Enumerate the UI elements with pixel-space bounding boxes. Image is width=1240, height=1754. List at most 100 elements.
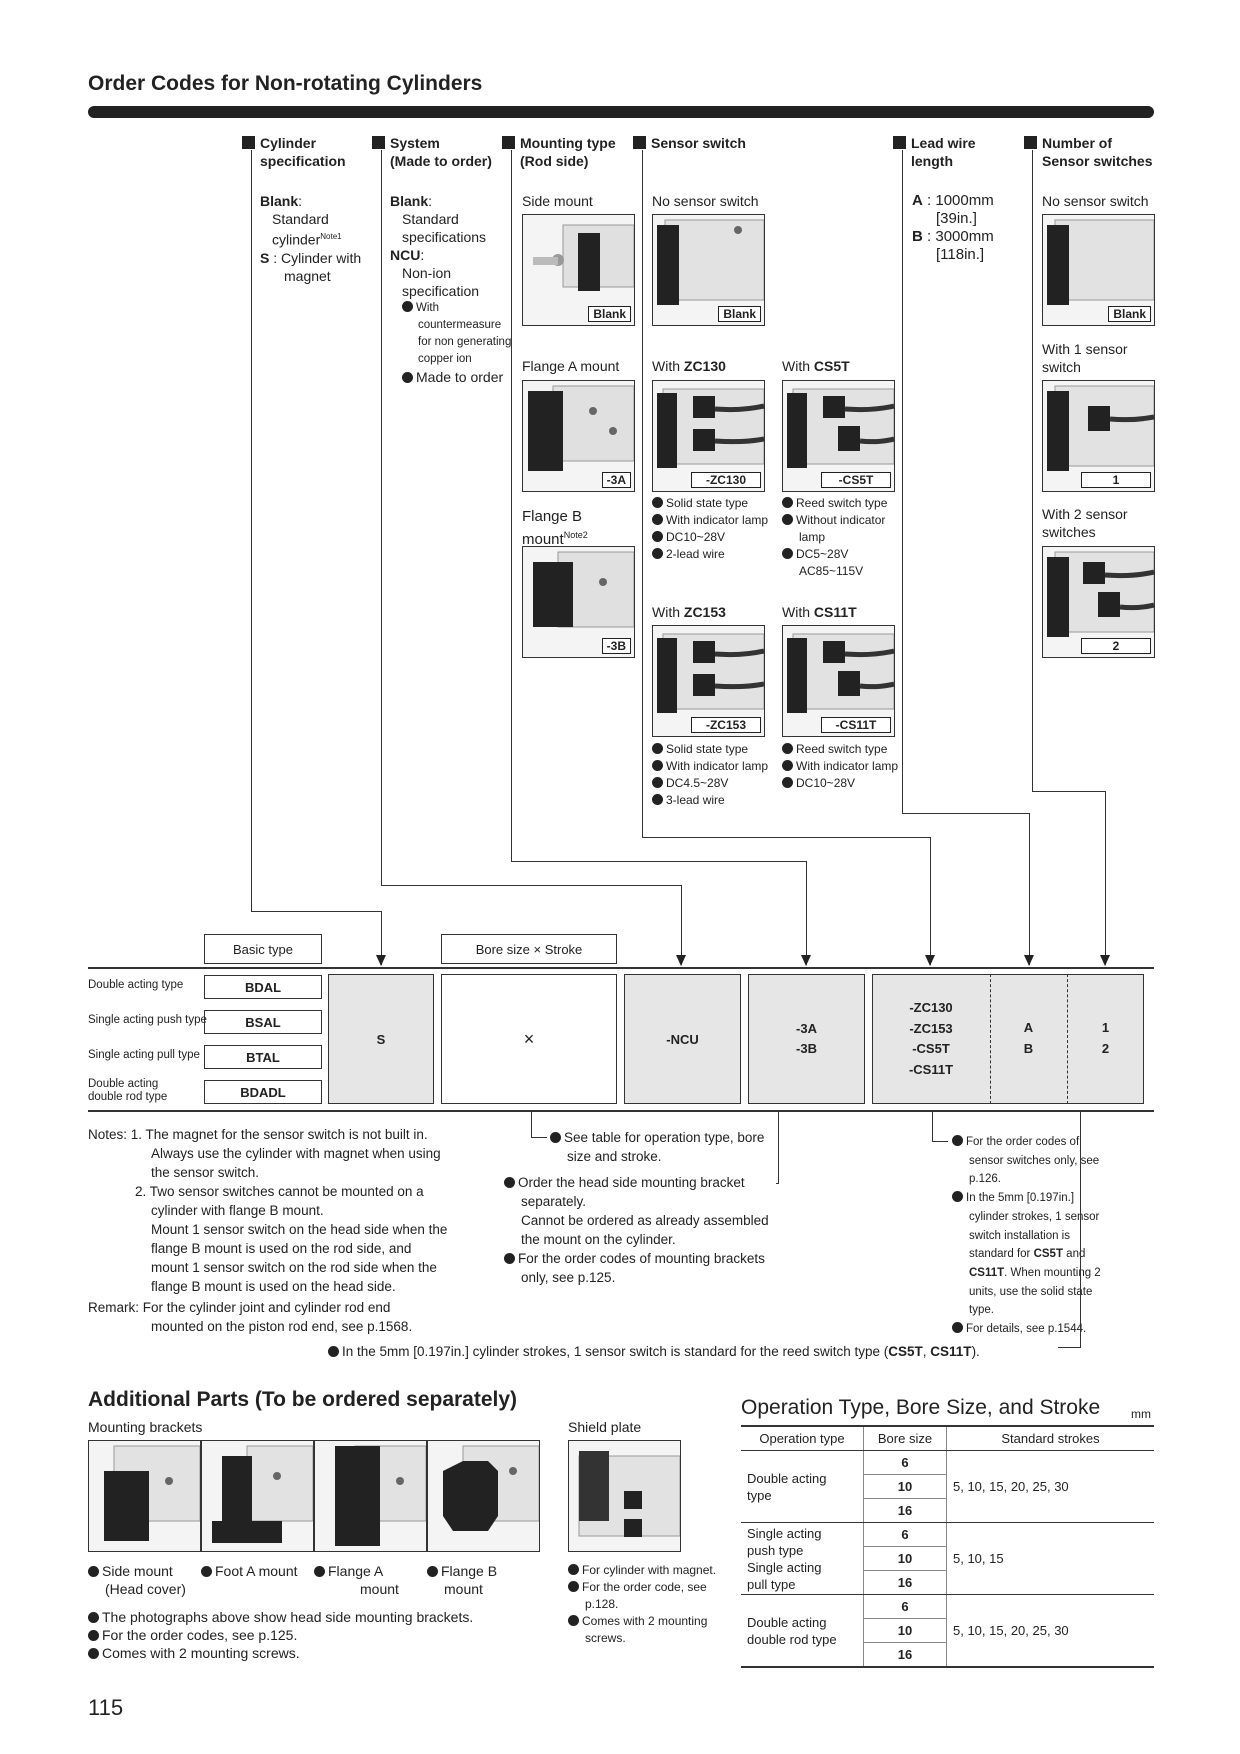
badge-zc130: -ZC130 <box>691 472 761 488</box>
type-label-bdadl: Double acting double rod type <box>88 1078 168 1103</box>
page-title: Order Codes for Non-rotating Cylinders <box>88 72 483 95</box>
bore-cell: 16 <box>863 1498 947 1523</box>
operation-title: Operation Type, Bore Size, and Stroke <box>741 1396 1101 1419</box>
photo-bracket-flange-b <box>427 1440 540 1552</box>
header-sensor: Sensor switch <box>633 134 746 152</box>
no-sensor-label: No sensor switch <box>652 193 759 209</box>
badge-cs11t: -CS11T <box>821 717 891 733</box>
photo-num-one: 1 <box>1042 380 1155 492</box>
additional-title: Additional Parts (To be ordered separate… <box>88 1388 518 1411</box>
operation-unit: mm <box>1131 1407 1151 1421</box>
type-label-bdal: Double acting type <box>88 979 184 991</box>
badge-num-blank: Blank <box>1108 306 1151 322</box>
bore-cell: 6 <box>863 1594 947 1619</box>
cs5t-specs: Reed switch type Without indicator lamp … <box>782 495 887 580</box>
code-sensor-list: -ZC130-ZC153-CS5T-CS11T <box>908 1000 954 1077</box>
code-box-mount: -3A-3B <box>748 974 865 1104</box>
strokes-double: 5, 10, 15, 20, 25, 30 <box>946 1450 1154 1523</box>
lead-text: A : 1000mm [39in.] B : 3000mm [118in.] <box>912 192 994 263</box>
header-mounting: Mounting type(Rod side) <box>502 134 616 170</box>
strokes-single: 5, 10, 15 <box>946 1522 1154 1595</box>
th-bore-size: Bore size <box>863 1425 947 1451</box>
photo-cs11t: -CS11T <box>782 625 895 737</box>
right-notes: For the order codes of sensor switches o… <box>952 1133 1102 1339</box>
additional-bullets: The photographs above show head side mou… <box>88 1608 473 1662</box>
th-standard-strokes: Standard strokes <box>946 1425 1154 1451</box>
zc130-specs: Solid state type With indicator lamp DC1… <box>652 495 768 563</box>
photo-zc130: -ZC130 <box>652 380 765 492</box>
photo-bracket-foot-a <box>201 1440 314 1552</box>
title-bar <box>88 106 1154 118</box>
code-box-s: S <box>328 974 434 1104</box>
type-code-btal: BTAL <box>204 1045 322 1069</box>
zc130-label: With ZC130 <box>652 358 726 374</box>
system-text: Blank: Standard specifications NCU: Non-… <box>390 193 512 385</box>
type-label-bsal: Single acting push type <box>88 1014 207 1026</box>
notes: Notes: 1. The magnet for the sensor swit… <box>88 1127 448 1334</box>
badge-cs5t: -CS5T <box>821 472 891 488</box>
badge-blank: Blank <box>588 306 631 322</box>
basic-type-label: Basic type <box>204 934 322 964</box>
photo-no-sensor: Blank <box>652 214 765 326</box>
cs11t-label: With CS11T <box>782 604 857 620</box>
num-none-label: No sensor switch <box>1042 193 1149 209</box>
bore-cell: 6 <box>863 1450 947 1475</box>
photo-zc153: -ZC153 <box>652 625 765 737</box>
photo-num-two: 2 <box>1042 546 1155 658</box>
cylinder-spec-text: Blank: Standard cylinderNote1 S : Cylind… <box>260 193 362 284</box>
mid-note-bracket: Order the head side mounting bracket sep… <box>504 1173 769 1287</box>
cs5t-label: With CS5T <box>782 358 850 374</box>
photo-num-none: Blank <box>1042 214 1155 326</box>
badge-num-1: 1 <box>1081 472 1151 488</box>
badge-3a: -3A <box>601 472 631 488</box>
photo-cs5t: -CS5T <box>782 380 895 492</box>
type-code-bdadl: BDADL <box>204 1080 322 1104</box>
cs11t-specs: Reed switch type With indicator lamp DC1… <box>782 741 898 792</box>
bore-stroke-label: Bore size × Stroke <box>441 934 617 964</box>
photo-side-mount: Blank <box>522 214 635 326</box>
type-code-bsal: BSAL <box>204 1010 322 1034</box>
zc153-specs: Solid state type With indicator lamp DC4… <box>652 741 768 809</box>
photo-bracket-flange-a <box>314 1440 427 1552</box>
code-box-sensor-group <box>872 974 1144 1104</box>
code-box-bore-stroke: × <box>441 974 617 1104</box>
badge-3b: -3B <box>601 638 631 654</box>
th-operation-type: Operation type <box>741 1425 864 1451</box>
bore-cell: 6 <box>863 1522 947 1547</box>
code-box-ncu: -NCU <box>624 974 741 1104</box>
brackets-label: Mounting brackets <box>88 1419 203 1435</box>
strokes-double-rod: 5, 10, 15, 20, 25, 30 <box>946 1594 1154 1668</box>
bore-cell: 16 <box>863 1642 947 1668</box>
caption-side-mount: Side mount(Head cover) <box>88 1562 198 1598</box>
photo-flange-a: -3A <box>522 380 635 492</box>
photo-bracket-side <box>88 1440 201 1552</box>
bore-cell: 10 <box>863 1474 947 1499</box>
shield-bullets: For cylinder with magnet. For the order … <box>568 1562 716 1647</box>
badge-sensor-blank: Blank <box>718 306 761 322</box>
bore-cell: 16 <box>863 1570 947 1595</box>
flange-a-label: Flange A mount <box>522 358 620 374</box>
badge-zc153: -ZC153 <box>691 717 761 733</box>
bottom-note: In the 5mm [0.197in.] cylinder strokes, … <box>328 1342 980 1361</box>
photo-flange-b: -3B <box>522 546 635 658</box>
bore-cell: 10 <box>863 1546 947 1571</box>
shield-label: Shield plate <box>568 1419 642 1435</box>
type-label-btal: Single acting pull type <box>88 1049 200 1061</box>
bore-cell: 10 <box>863 1618 947 1643</box>
photo-shield-plate <box>568 1440 681 1552</box>
zc153-label: With ZC153 <box>652 604 726 620</box>
side-mount-label: Side mount <box>522 193 593 209</box>
